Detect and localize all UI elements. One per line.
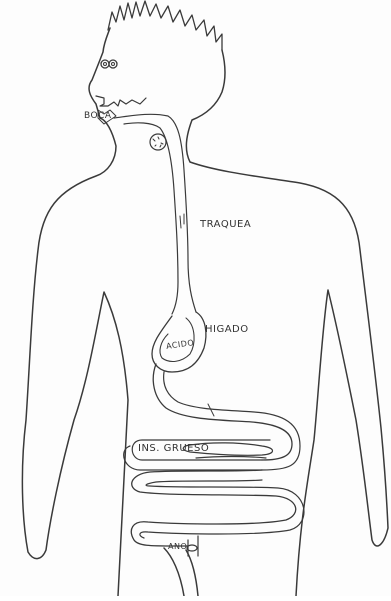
label-mouth: BOCA: [84, 111, 112, 121]
body-outline: [22, 28, 388, 596]
left-eye: [101, 60, 109, 68]
food-bolus: [150, 134, 166, 150]
label-large-intestine: INS. GRUESO: [138, 443, 209, 454]
label-liver: HIGADO: [205, 324, 249, 335]
label-anus: ANO: [168, 542, 187, 551]
mouth-outline: [96, 96, 146, 106]
hair-spikes: [108, 1, 222, 50]
right-eye: [109, 60, 117, 68]
pharynx: [114, 114, 196, 312]
label-trachea: TRAQUEA: [200, 219, 251, 230]
